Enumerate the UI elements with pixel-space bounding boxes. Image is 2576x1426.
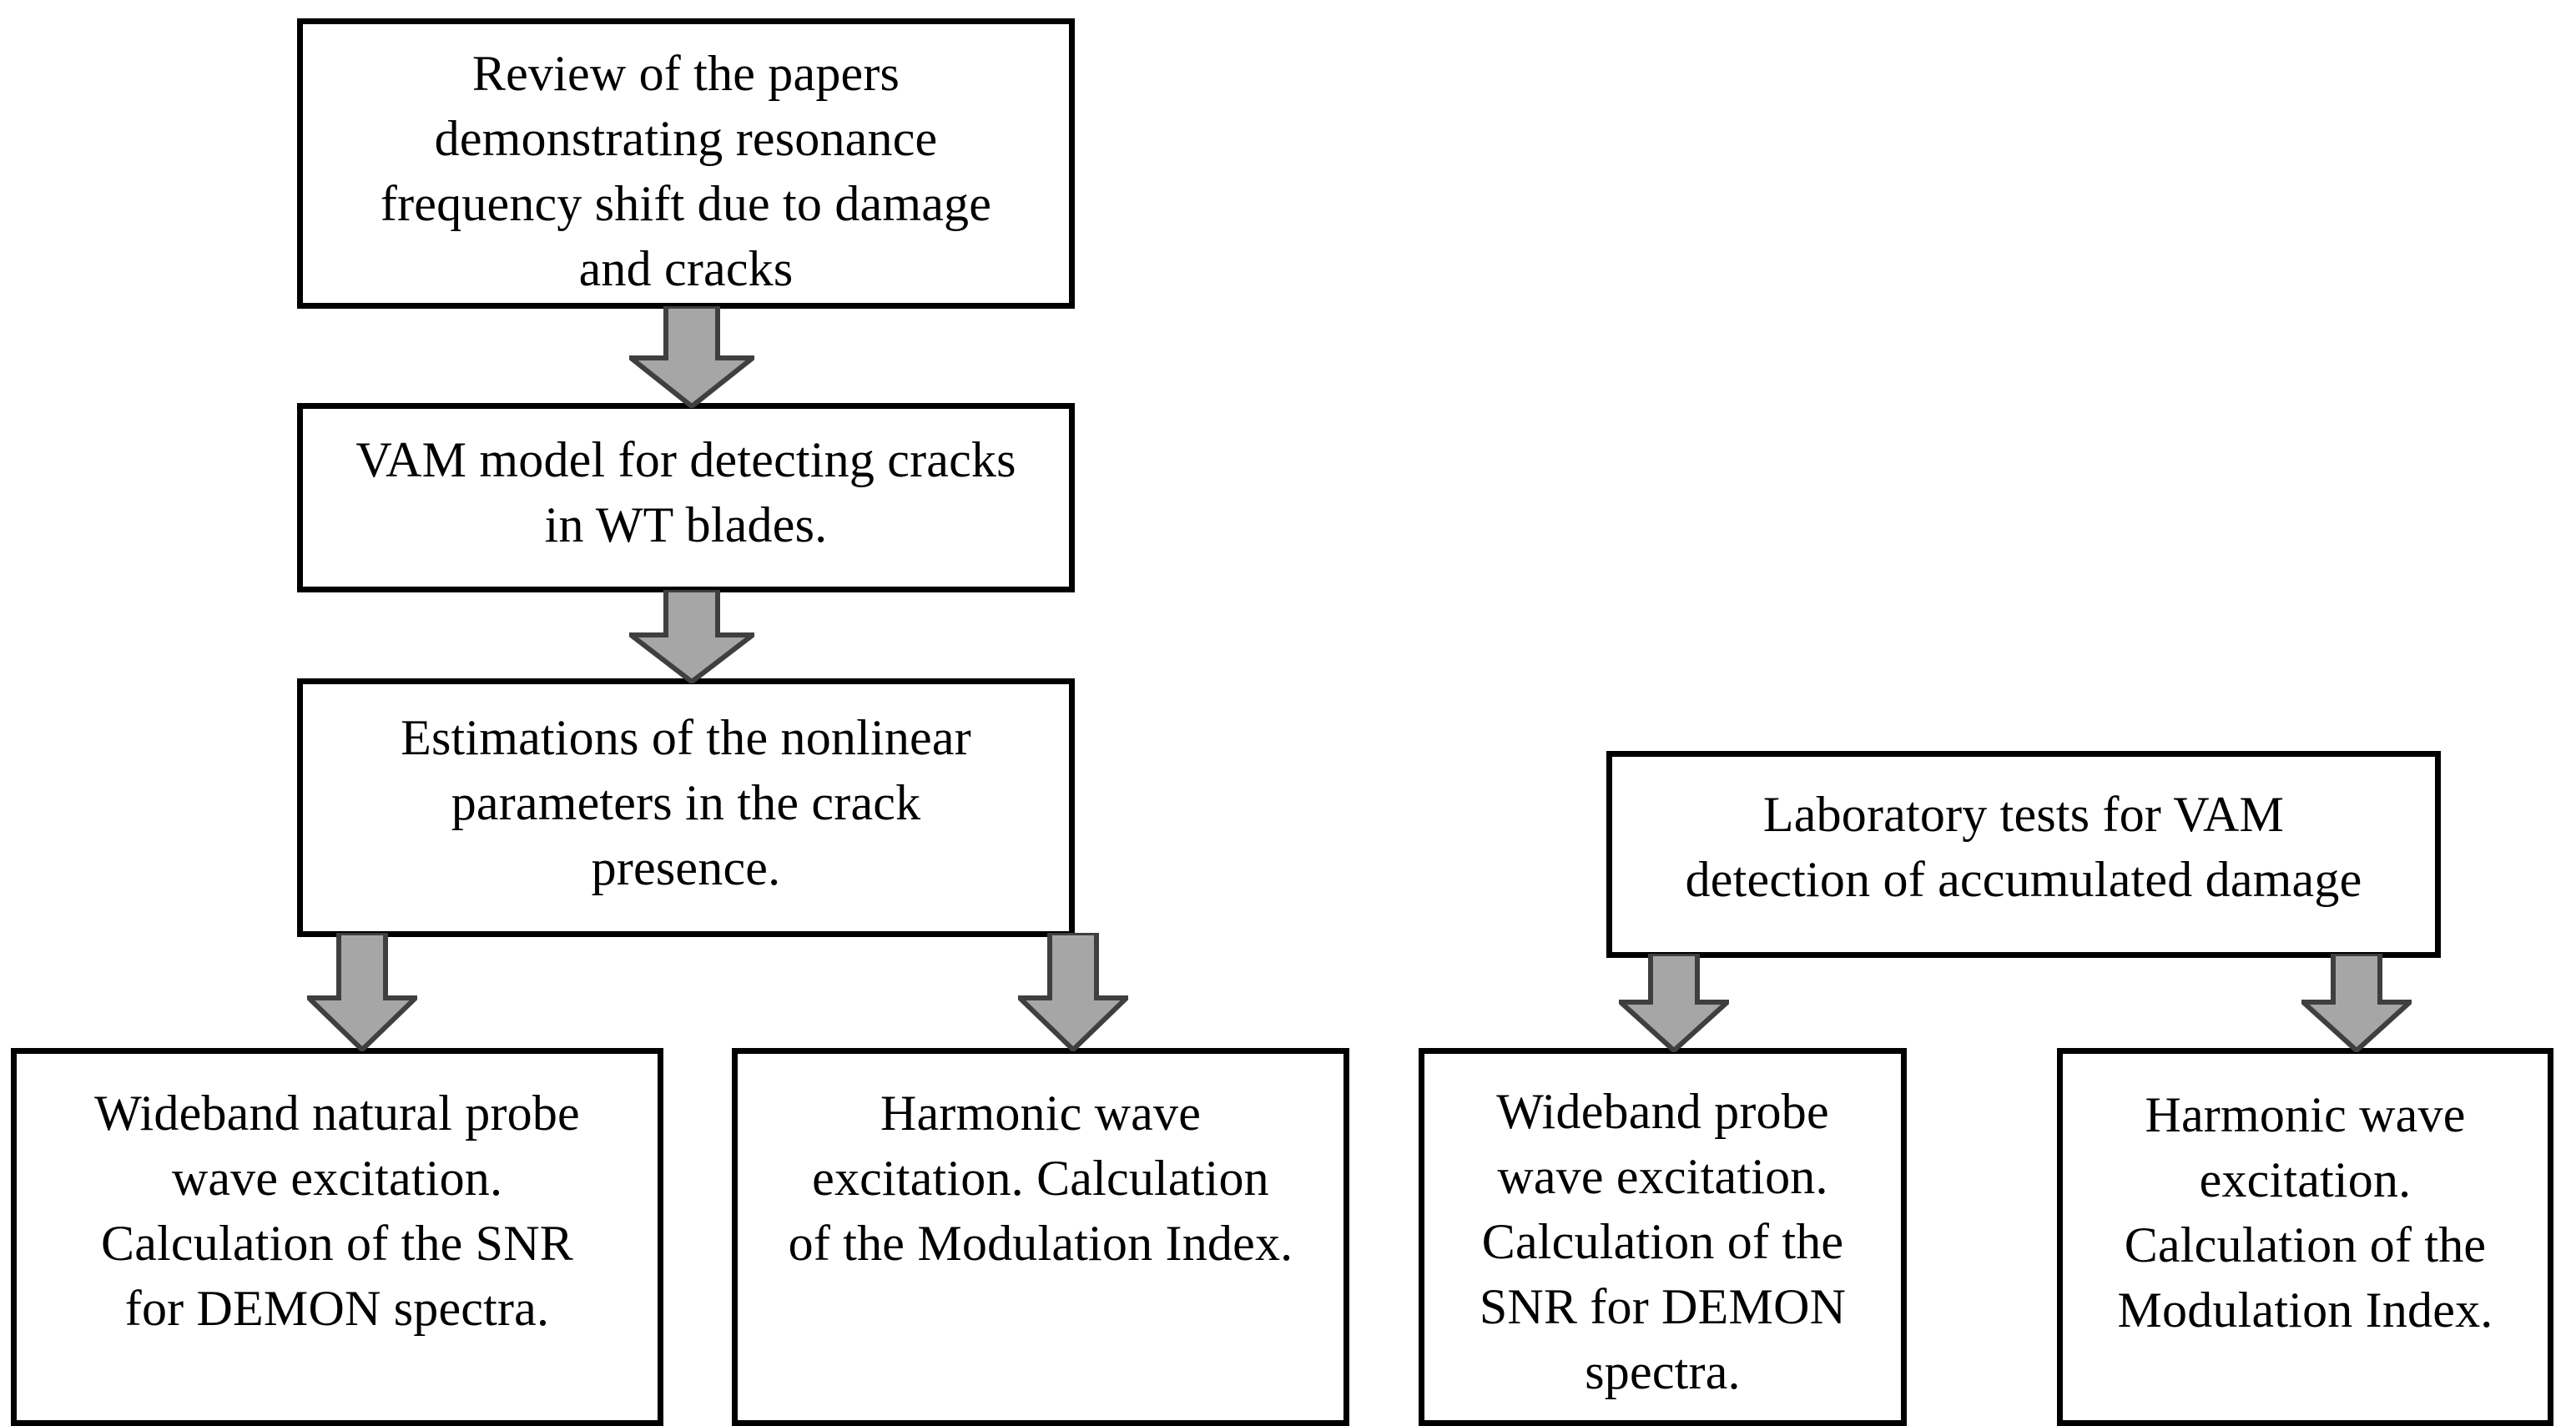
flow-node-laboratory-tests[interactable]: Laboratory tests for VAM detection of ac… [1606, 751, 2441, 958]
flow-node-wideband-probe[interactable]: Wideband probe wave excitation. Calculat… [1419, 1048, 1907, 1426]
flow-node-review-label: Review of the papers demonstrating reson… [380, 46, 992, 296]
flow-node-harmonic-right[interactable]: Harmonic wave excitation. Calculation of… [2057, 1048, 2553, 1426]
flow-node-laboratory-tests-label: Laboratory tests for VAM detection of ac… [1685, 787, 2362, 907]
flow-node-review[interactable]: Review of the papers demonstrating reson… [297, 18, 1075, 309]
flow-node-vam-model-label: VAM model for detecting cracks in WT bla… [355, 432, 1016, 552]
flow-node-wideband-natural-probe[interactable]: Wideband natural probe wave excitation. … [11, 1048, 663, 1426]
flow-node-harmonic-left-label: Harmonic wave excitation. Calculation of… [788, 1086, 1293, 1271]
flow-node-wideband-natural-probe-label: Wideband natural probe wave excitation. … [94, 1086, 580, 1336]
flow-node-estimations-label: Estimations of the nonlinear parameters … [401, 710, 971, 895]
flow-arrow-laboratory-to-harmonic-right [2301, 954, 2412, 1052]
flow-arrow-estimations-to-wideband-natural [307, 933, 417, 1051]
flow-node-vam-model[interactable]: VAM model for detecting cracks in WT bla… [297, 403, 1075, 592]
flow-node-harmonic-right-label: Harmonic wave excitation. Calculation of… [2117, 1087, 2493, 1338]
flow-node-estimations[interactable]: Estimations of the nonlinear parameters … [297, 678, 1075, 937]
flow-arrow-review-to-vam [629, 306, 754, 408]
flow-node-harmonic-left[interactable]: Harmonic wave excitation. Calculation of… [732, 1048, 1349, 1426]
flow-arrow-estimations-to-harmonic-left [1018, 933, 1128, 1051]
flow-arrow-vam-to-estimations [629, 590, 754, 683]
flow-arrow-laboratory-to-wideband-probe [1619, 954, 1729, 1052]
flow-node-wideband-probe-label: Wideband probe wave excitation. Calculat… [1479, 1084, 1847, 1399]
